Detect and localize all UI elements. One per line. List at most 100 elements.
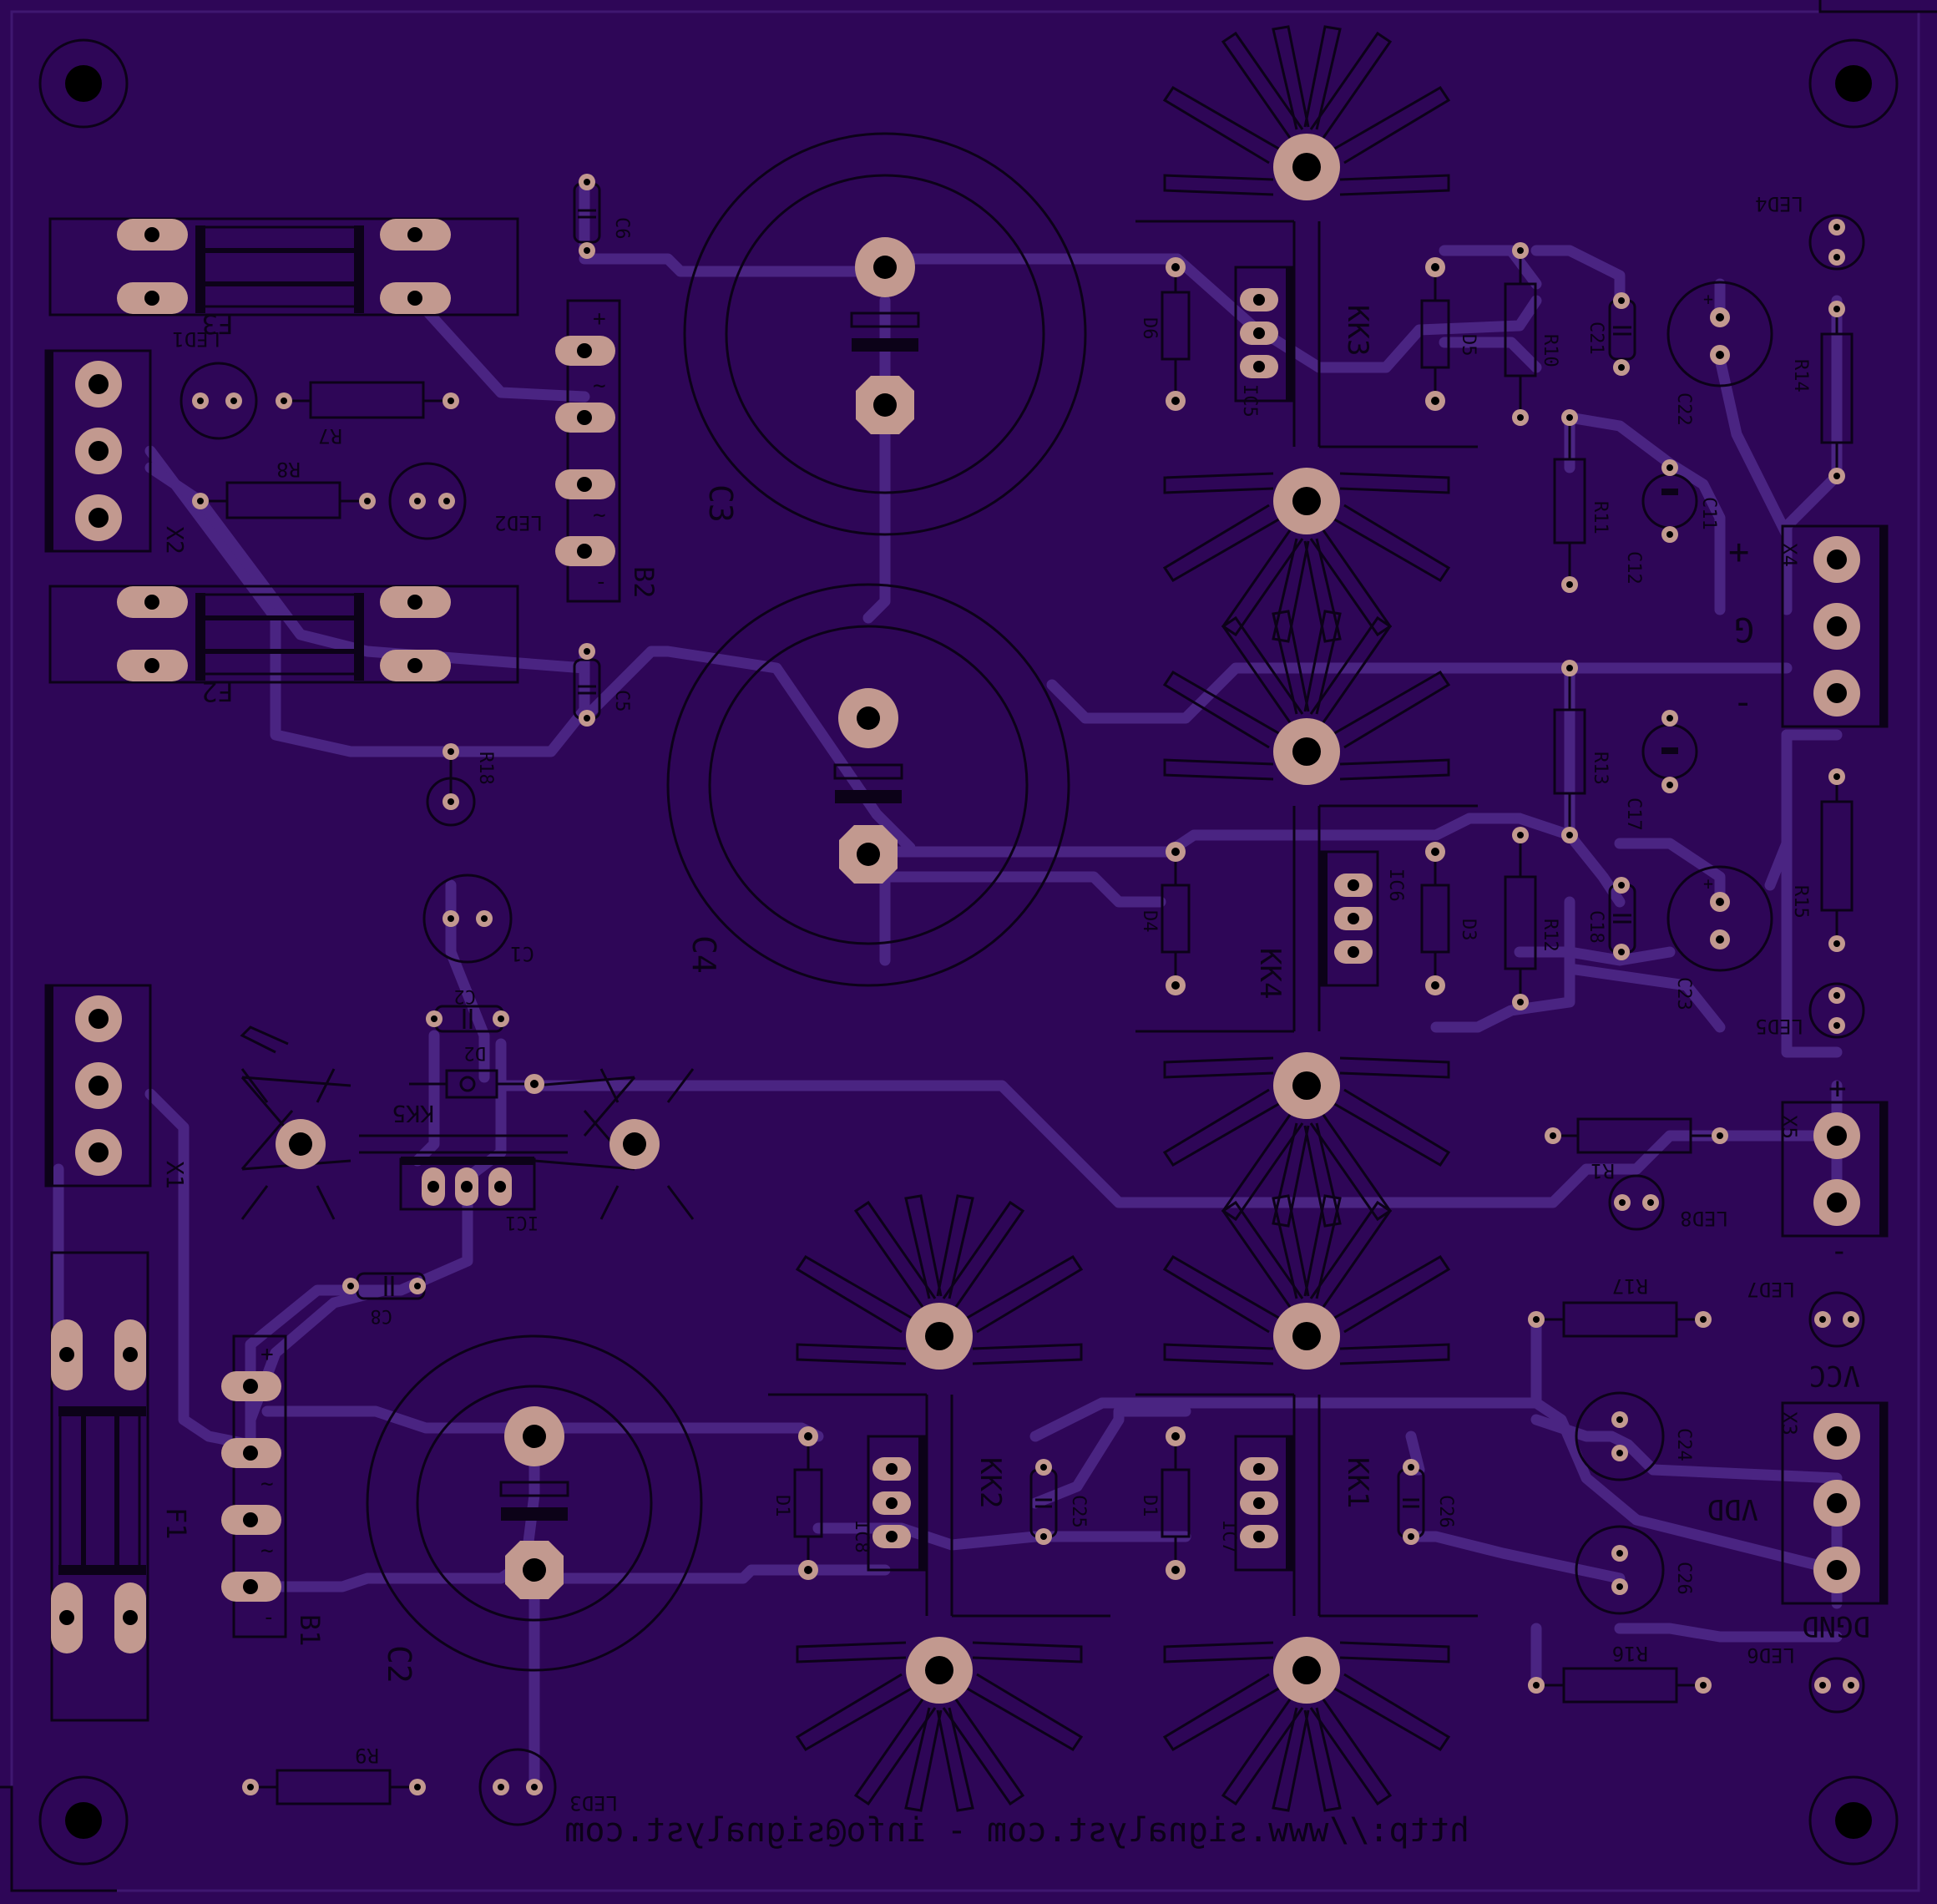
ic8-regulator: IC8	[851, 1435, 928, 1572]
corner-mark-tr	[1818, 0, 1937, 13]
label-d8: D1	[771, 1495, 792, 1517]
label-led6: LED6	[1747, 1643, 1795, 1667]
fuse-f3: F3	[48, 217, 519, 340]
label-c6: C6	[611, 217, 632, 240]
label-c11: C11	[1698, 497, 1719, 530]
label-led2: LED2	[494, 511, 543, 534]
label-c8: C8	[371, 1305, 393, 1326]
c23-plus-mark: +	[1703, 874, 1713, 894]
ic1-regulator: IC1	[399, 1157, 539, 1233]
corner-mark-bl	[0, 1785, 117, 1892]
label-c21: C21	[1586, 322, 1606, 355]
label-f1: F1	[160, 1507, 192, 1540]
capacitor-c18: C18	[1586, 877, 1636, 960]
resistor-r7: R7	[276, 381, 459, 448]
b1-ac-mark: ~	[260, 1471, 274, 1496]
board-outline	[10, 10, 1920, 1892]
resistor-r1: R1	[1545, 1117, 1728, 1182]
resistor-r17: R17	[1528, 1274, 1712, 1338]
label-led7: LED7	[1747, 1278, 1795, 1301]
capacitor-c11: C11	[1641, 459, 1719, 543]
resistor-r15: R15	[1790, 768, 1854, 952]
label-vdd: VDD	[1707, 1492, 1758, 1526]
capacitor-c21: C21	[1586, 292, 1636, 376]
capacitor-c25: C25	[1029, 1459, 1089, 1545]
label-minus: -	[1732, 681, 1753, 722]
label-c26: C26	[1435, 1495, 1456, 1528]
label-f2: F2	[201, 676, 234, 707]
label-r16: R16	[1612, 1642, 1648, 1665]
b1-minus-mark: -	[262, 1605, 276, 1630]
diode-d8: D1	[771, 1426, 823, 1580]
label-g: G	[1734, 610, 1754, 648]
capacitor-c4: C4	[666, 583, 1070, 987]
label-r12: R12	[1540, 919, 1560, 952]
label-c3: C3	[702, 484, 739, 523]
heatsink-kk2: KK2	[768, 1194, 1110, 1812]
label-r15: R15	[1790, 885, 1811, 919]
label-x1: X1	[161, 1161, 189, 1189]
label-x5-plus: +	[1828, 1071, 1847, 1106]
heatsink-kk1: KK1	[1135, 1194, 1478, 1812]
c22-plus-mark: +	[1703, 289, 1713, 309]
label-r17: R17	[1612, 1274, 1648, 1298]
capacitor-c6: C6	[573, 174, 632, 259]
label-r1: R1	[1591, 1159, 1615, 1182]
label-ic1: IC1	[505, 1212, 539, 1233]
label-c22: C22	[1673, 392, 1694, 426]
diode-d5: D5	[1420, 257, 1479, 411]
label-r13: R13	[1590, 752, 1611, 785]
label-b2: B2	[628, 566, 660, 599]
label-c12: C12	[1623, 551, 1644, 585]
led4: LED4	[1755, 192, 1865, 271]
label-c23: C23	[1673, 977, 1694, 1010]
capacitor-c5: C5	[573, 643, 632, 727]
label-led4: LED4	[1755, 192, 1803, 215]
label-d1: D1	[1139, 1495, 1160, 1517]
resistor-r16: R16	[1528, 1642, 1712, 1704]
label-c24: C24	[1673, 1428, 1694, 1461]
label-x5: X5	[1778, 1115, 1801, 1139]
diode-d2: D2	[409, 1042, 544, 1099]
capacitor-c22: + C22	[1666, 281, 1773, 426]
resistor-r8: R8	[192, 458, 376, 519]
label-r7: R7	[318, 424, 342, 448]
led8: LED8	[1608, 1174, 1728, 1231]
label-kk4: KK4	[1253, 948, 1287, 999]
ic6-regulator: IC6	[1317, 850, 1406, 987]
resistor-r18: R18	[426, 743, 496, 827]
diode-d3: D3	[1420, 842, 1479, 995]
label-r18: R18	[475, 752, 496, 785]
led7: LED7	[1747, 1278, 1865, 1348]
ic5-regulator: IC5	[1234, 266, 1296, 418]
capacitor-c23: + C23	[1666, 865, 1773, 1010]
capacitor-c41: C26	[1575, 1525, 1694, 1615]
label-d2: D2	[464, 1042, 487, 1063]
resistor-r9: R9	[242, 1744, 426, 1805]
label-led5: LED5	[1755, 1015, 1803, 1038]
label-c25: C25	[1068, 1495, 1089, 1528]
bridge-b1: + ~ ~ - B1	[221, 1334, 326, 1647]
b2-ac-mark-2: ~	[593, 503, 606, 528]
label-c2-bulk: C2	[381, 1645, 417, 1684]
label-r11: R11	[1590, 501, 1611, 534]
resistor-r13: R13	[1553, 660, 1611, 843]
b1-ac-mark-2: ~	[260, 1538, 274, 1563]
b2-plus-mark: +	[593, 306, 606, 332]
resistor-r12: R12	[1504, 827, 1560, 1010]
heatsink-kk5: KK5	[240, 1025, 695, 1220]
led2: LED2	[388, 462, 543, 540]
resistor-r14: R14	[1790, 301, 1854, 484]
led6: LED6	[1747, 1643, 1865, 1714]
label-r14: R14	[1790, 359, 1811, 392]
label-x2: X2	[161, 526, 189, 554]
label-ic7: IC7	[1218, 1520, 1239, 1553]
label-led1: LED1	[172, 327, 220, 351]
bridge-b2: + ~ ~ - B2	[555, 299, 660, 603]
label-x5-minus: -	[1830, 1234, 1848, 1268]
capacitor-c1: C1	[422, 874, 534, 965]
label-kk5: KK5	[392, 1100, 434, 1127]
capacitor-c3: C3	[683, 132, 1087, 536]
label-c2: C2	[454, 985, 477, 1006]
